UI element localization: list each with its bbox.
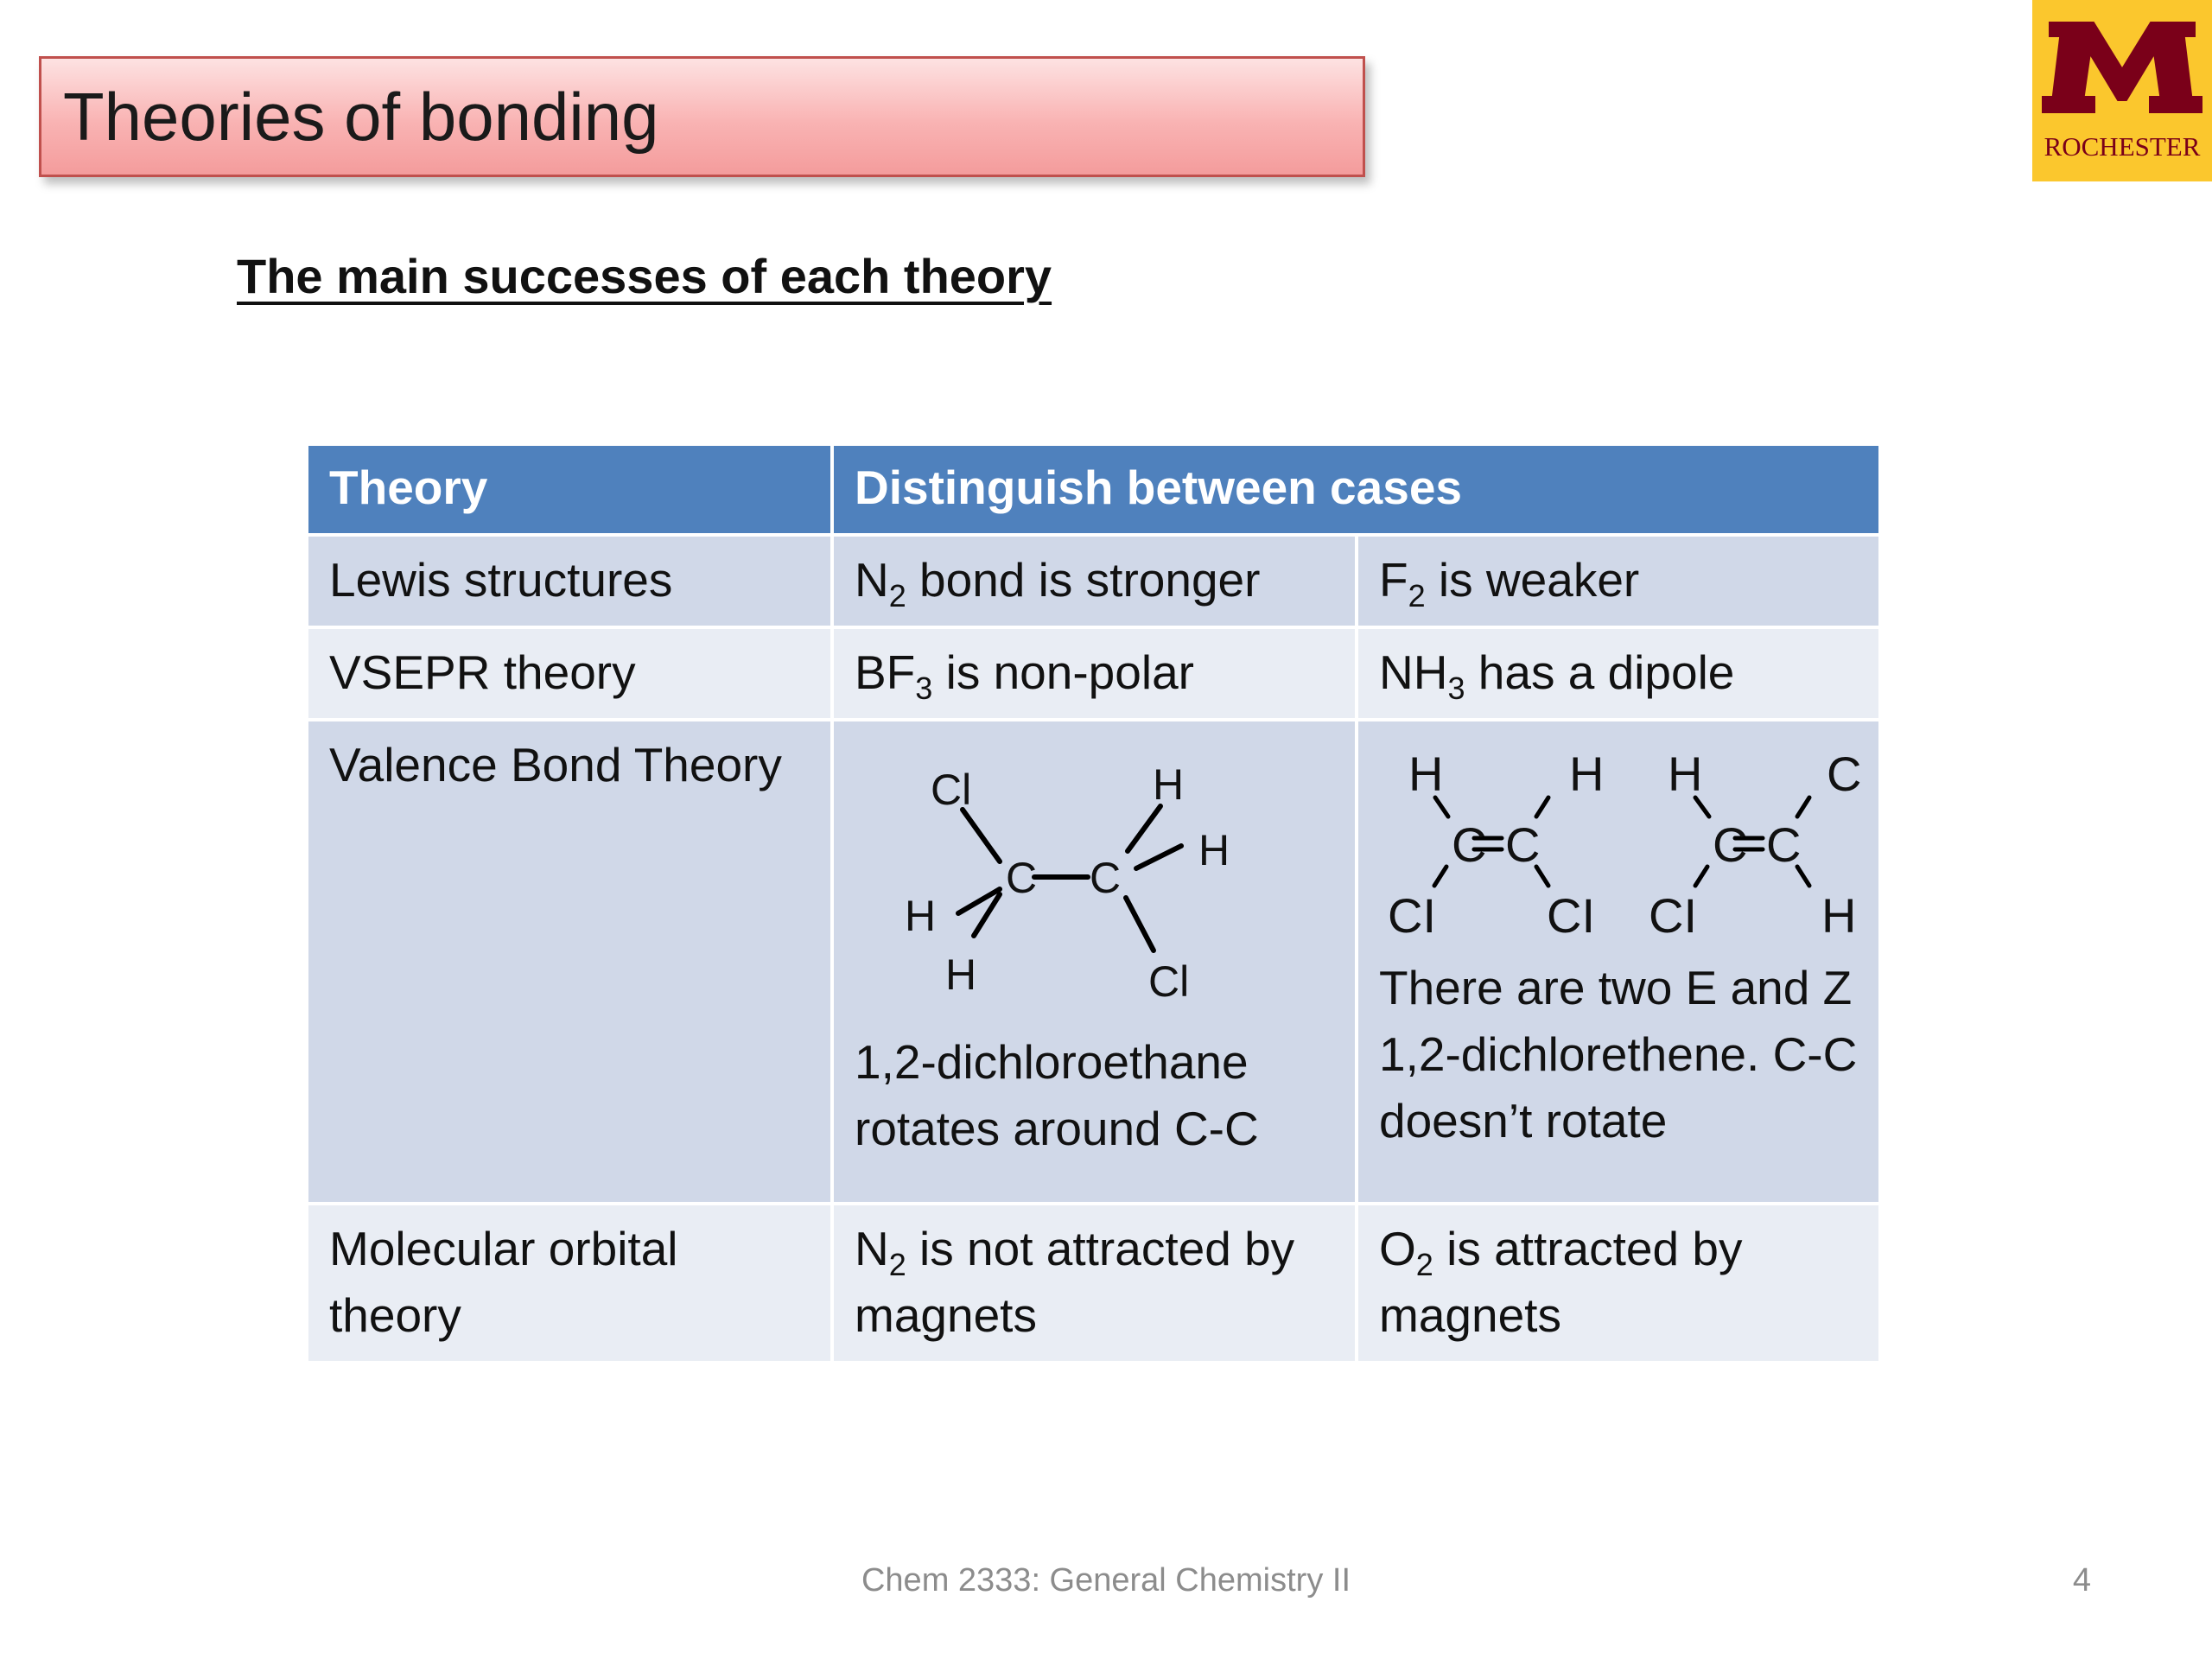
logo-text: ROCHESTER [2044, 131, 2201, 162]
theory-cell: Molecular orbital theory [305, 1202, 834, 1364]
theories-table: Theory Distinguish between cases Lewis s… [305, 442, 1882, 1364]
case-cell: O2 is attracted by magnets [1355, 1202, 1882, 1364]
slide-footer: Chem 2333: General Chemistry II [861, 1562, 1351, 1599]
theory-cell: Valence Bond Theory [305, 718, 834, 1205]
page-number: 4 [2072, 1562, 2091, 1599]
case-cell: NH3 has a dipole [1355, 626, 1882, 721]
vbt-case2-text: There are two E and Z 1,2-dichlorethene.… [1379, 961, 1858, 1147]
case-cell: N2 is not attracted by magnets [830, 1202, 1358, 1364]
slide-title: Theories of bonding [63, 79, 659, 155]
atom-h: H [945, 950, 976, 999]
slide-subtitle: The main successes of each theory [237, 249, 1052, 303]
case-cell: F2 is weaker [1355, 533, 1882, 629]
header-cases: Distinguish between cases [830, 442, 1882, 537]
atom-cl: CI [1649, 888, 1697, 938]
m-logo-icon: M [2041, 20, 2203, 115]
atom-cl: CI [1547, 888, 1595, 938]
case-cell: H H C C CI CI H CI C C CI H There are tw… [1355, 718, 1882, 1205]
theory-cell: Lewis structures [305, 533, 834, 629]
atom-cl: Cl [1148, 957, 1189, 1006]
atom-cl: Cl [931, 766, 971, 814]
table-row-vbt: Valence Bond Theory Cl C H H C [305, 718, 1882, 1205]
atom-h: H [905, 892, 936, 940]
theory-cell: VSEPR theory [305, 626, 834, 721]
atom-h: H [1153, 760, 1184, 809]
table-row-mo: Molecular orbital theory N2 is not attra… [305, 1202, 1882, 1364]
atom-c: C [1713, 817, 1747, 872]
atom-h: H [1668, 747, 1702, 801]
dichloroethene-isomers: H H C C CI CI H CI C C CI H [1388, 747, 1863, 938]
university-logo: M ROCHESTER [2032, 0, 2212, 181]
atom-c: C [1766, 817, 1801, 872]
atom-c: C [1505, 817, 1540, 872]
atom-c: C [1452, 817, 1486, 872]
vbt-case1-text: 1,2-dichloroethane rotates around C-C [855, 1035, 1259, 1155]
atom-cl: CI [1388, 888, 1436, 938]
table-header-row: Theory Distinguish between cases [305, 442, 1882, 537]
case-cell: BF3 is non-polar [830, 626, 1358, 721]
atom-h: H [1821, 888, 1856, 938]
atom-c: C [1090, 854, 1121, 902]
table-row-vsepr: VSEPR theory BF3 is non-polar NH3 has a … [305, 626, 1882, 721]
case-cell: N2 bond is stronger [830, 533, 1358, 629]
atom-h: H [1198, 826, 1230, 874]
atom-cl: CI [1827, 747, 1863, 801]
case-cell: Cl C H H C H H Cl 1,2-dichloroethane rot… [830, 718, 1358, 1205]
title-bar: Theories of bonding [39, 56, 1365, 177]
table-row-lewis: Lewis structures N2 bond is stronger F2 … [305, 533, 1882, 629]
atom-c: C [1006, 854, 1037, 902]
dichloroethane-structure: Cl C H H C H H Cl [905, 760, 1230, 1006]
atom-h: H [1569, 747, 1604, 801]
atom-h: H [1408, 747, 1443, 801]
header-theory: Theory [305, 442, 834, 537]
